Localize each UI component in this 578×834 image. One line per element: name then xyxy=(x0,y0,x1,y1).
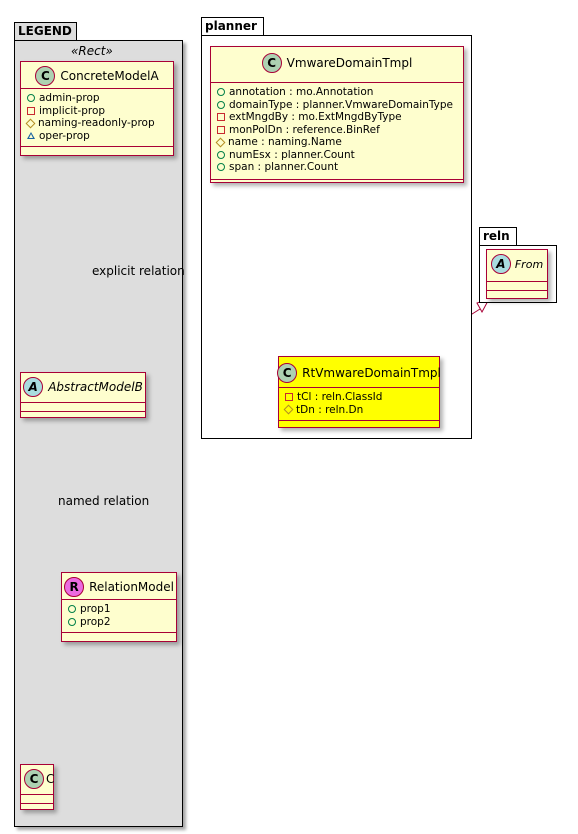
class-relation-model[interactable]: R RelationModel prop1 prop2 xyxy=(61,572,177,642)
abstract-spot-icon: A xyxy=(23,377,44,397)
protected-visibility-icon xyxy=(283,404,294,415)
legend-package-tab: LEGEND xyxy=(14,22,77,41)
public-visibility-icon xyxy=(68,617,76,626)
attribute-row: domainType : planner.VmwareDomainType xyxy=(217,99,457,112)
package-visibility-icon xyxy=(27,132,35,140)
attribute-row: span : planner.Count xyxy=(217,161,457,174)
private-visibility-icon xyxy=(217,113,225,122)
class-name: From xyxy=(514,257,544,271)
public-visibility-icon xyxy=(217,150,225,159)
attribute-row: tDn : reln.Dn xyxy=(283,404,433,417)
public-visibility-icon xyxy=(217,88,225,97)
abstract-spot-icon: A xyxy=(490,254,511,274)
class-from[interactable]: A From xyxy=(486,249,548,299)
class-name: RtVmwareDomainTmpl xyxy=(302,366,441,380)
public-visibility-icon xyxy=(27,94,35,103)
class-name: C xyxy=(46,772,55,786)
named-relation-label: named relation xyxy=(58,494,150,508)
attribute-row: admin-prop xyxy=(27,92,167,105)
legend-package-name: LEGEND xyxy=(18,24,72,38)
class-c[interactable]: C C xyxy=(20,764,54,810)
class-abstract-model-b[interactable]: A AbstractModelB xyxy=(20,372,146,418)
class-name: AbstractModelB xyxy=(48,380,143,394)
attribute-row: oper-prop xyxy=(27,130,167,143)
planner-package-tab: planner xyxy=(201,17,264,36)
reln-package-tab: reln xyxy=(479,227,517,246)
public-visibility-icon xyxy=(217,163,225,172)
attribute-row: prop2 xyxy=(68,616,170,629)
legend-package xyxy=(14,40,183,827)
reln-package-name: reln xyxy=(483,229,510,243)
attribute-row: naming-readonly-prop xyxy=(25,117,167,130)
protected-visibility-icon xyxy=(215,137,226,148)
attribute-row: numEsx : planner.Count xyxy=(217,149,457,162)
planner-package-name: planner xyxy=(205,19,257,33)
public-visibility-icon xyxy=(217,100,225,109)
class-rt-vmware-domain-tmpl[interactable]: C RtVmwareDomainTmpl tCl : reln.ClassId … xyxy=(277,356,441,428)
explicit-relation-label: explicit relation xyxy=(92,264,185,278)
class-name: VmwareDomainTmpl xyxy=(286,56,413,70)
attribute-row: monPolDn : reference.BinRef xyxy=(217,124,457,137)
attribute-row: implicit-prop xyxy=(27,105,167,118)
class-spot-icon: C xyxy=(35,66,56,86)
protected-visibility-icon xyxy=(25,118,36,129)
attribute-row: extMngdBy : mo.ExtMngdByType xyxy=(217,111,457,124)
attribute-row: prop1 xyxy=(68,603,170,616)
class-spot-icon: C xyxy=(261,53,282,73)
class-spot-icon: C xyxy=(277,363,298,383)
private-visibility-icon xyxy=(285,393,293,402)
private-visibility-icon xyxy=(217,125,225,134)
attribute-row: name : naming.Name xyxy=(215,136,457,149)
class-vmware-domain-tmpl[interactable]: C VmwareDomainTmpl annotation : mo.Annot… xyxy=(210,46,464,183)
public-visibility-icon xyxy=(68,605,76,614)
legend-stereotype: «Rect» xyxy=(71,44,113,58)
attribute-row: tCl : reln.ClassId xyxy=(285,391,433,404)
class-name: ConcreteModelA xyxy=(60,69,159,83)
class-name: RelationModel xyxy=(89,580,174,594)
attribute-row: annotation : mo.Annotation xyxy=(217,86,457,99)
private-visibility-icon xyxy=(27,106,35,115)
class-concrete-model-a[interactable]: C ConcreteModelA admin-prop implicit-pro… xyxy=(20,61,174,156)
relation-spot-icon: R xyxy=(64,577,85,597)
class-spot-icon: C xyxy=(24,769,44,789)
